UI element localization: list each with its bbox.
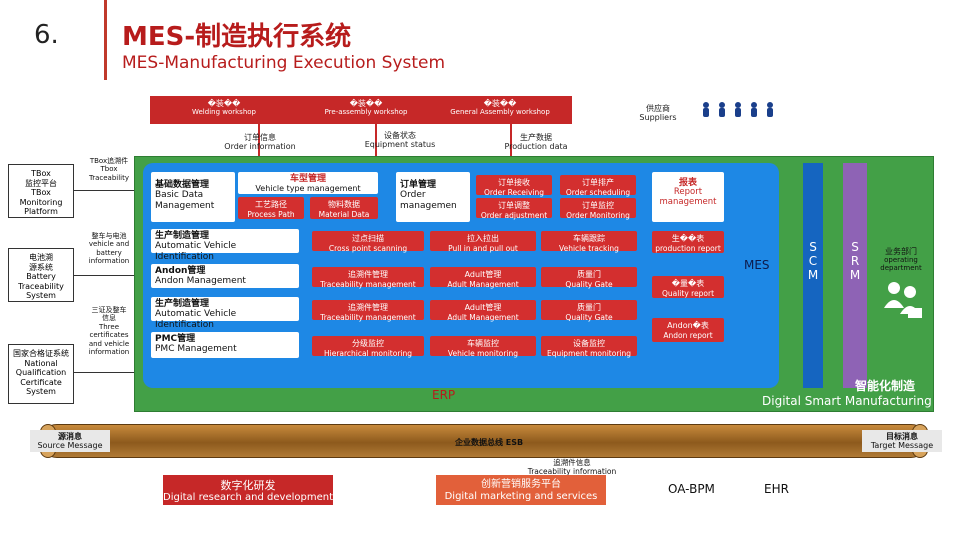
srm-column[interactable]: S R M [843,163,867,388]
smart-manufacturing-en: Digital Smart Manufacturing [762,394,932,408]
scm-column[interactable]: S C M [803,163,823,388]
connector-qualification [74,372,134,373]
arrow-order-info [258,124,260,160]
arrow-equipment-status [375,124,377,160]
connector-battery [74,275,134,276]
mes-label: MES [744,258,770,272]
ehr-label[interactable]: EHR [764,482,789,496]
people-group-icon [880,278,926,320]
tbox-monitoring-platform: TBox 监控平台 TBox Monitoring Platform [8,164,74,218]
esb-pipe [40,424,928,458]
erp-label: ERP [432,388,456,402]
smart-manufacturing-cn: 智能化制造 [855,379,916,393]
supplier-people-icon [698,100,798,118]
workshop-preassembly: �装��Pre-assembly workshop [324,99,408,117]
national-qualification-system: 国家合格证系统 National Qualification Certifica… [8,344,74,404]
connector-tbox [74,190,134,191]
vehicle-battery-note: 整车与电池 vehicle and battery information [88,232,130,266]
esb-bus-label: 企业数据总线 ESB [455,438,524,447]
workshop-bar [150,96,572,124]
tbox-traceability-note: TBox追溯件 Tbox Traceability [88,157,130,182]
oa-bpm-label[interactable]: OA-BPM [668,482,715,496]
battery-traceability-system: 电池溯 源系统 Battery Traceability System [8,248,74,302]
workshop-general-assembly: �装��General Assembly workshop [450,99,550,117]
workshop-welding: �装��Welding workshop [191,99,256,117]
page-subtitle: MES-Manufacturing Execution System [122,53,446,73]
three-certificates-note: 三证及整车 信息 Three certificates and vehicle … [88,306,130,356]
page-title: MES-制造执行系统 [122,22,352,52]
title-divider [104,0,107,80]
arrow-production-data [510,124,512,160]
slide-number: 6. [34,20,59,50]
